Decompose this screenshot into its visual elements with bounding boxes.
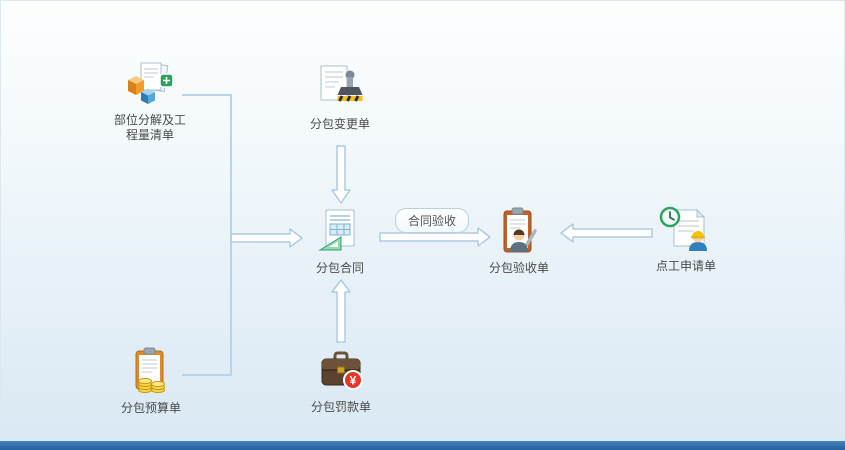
yen-glyph: ¥ [350,374,357,388]
acceptance-clipboard-icon [493,206,545,258]
node-label: 分包合同 [315,261,364,275]
node-label: 部位分解及工程量清单 [113,113,186,142]
node-budget[interactable]: 分包预算单 [106,346,196,416]
footer-bar [0,441,845,450]
node-fine[interactable]: ¥ 分包罚款单 [296,345,386,415]
budget-coins-icon [125,346,177,398]
node-label: 分包预算单 [120,401,181,415]
node-contract[interactable]: 分包合同 [295,206,385,276]
node-label: 点工申请单 [655,259,716,273]
node-label: 分包变更单 [309,117,370,131]
change-order-stamp-icon [314,62,366,114]
arrow-inputs-to-contract [230,228,303,248]
fine-briefcase-icon: ¥ [315,345,367,397]
node-boq[interactable]: 部位分解及工程量清单 [104,58,196,143]
node-label: 分包验收单 [488,261,549,275]
node-daywork-request[interactable]: 点工申请单 [638,204,734,274]
contract-document-icon [314,206,366,258]
arrow-daywork-to-acceptance [560,223,653,243]
node-label: 分包罚款单 [310,400,371,414]
daywork-clock-worker-icon [658,204,714,256]
node-acceptance[interactable]: 分包验收单 [474,206,564,276]
arrow-fine-to-contract [331,279,351,343]
node-change-order[interactable]: 分包变更单 [295,62,385,132]
arrow-contract-to-acceptance [379,227,491,247]
edge-label-contract-acceptance[interactable]: 合同验收 [395,208,470,233]
boq-documents-icon [124,58,176,110]
arrow-change-to-contract [331,145,351,204]
